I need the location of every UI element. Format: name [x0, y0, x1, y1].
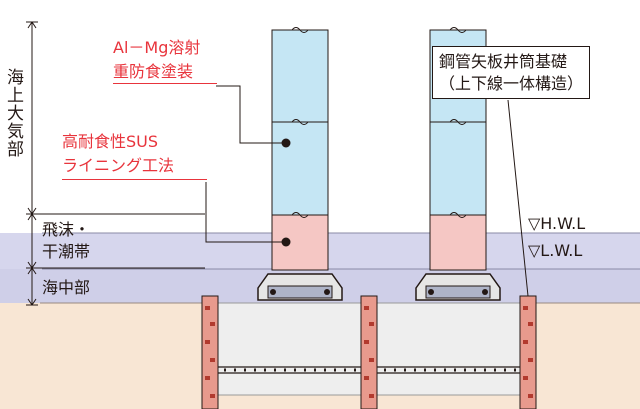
zone-submerged-label: 海中部: [42, 278, 91, 297]
foundation-label-box: 鋼管矢板井筒基礎 （上下線一体構造）: [432, 46, 591, 100]
foundation-label-line2: （上下線一体構造）: [439, 73, 584, 93]
pile-pattern: [205, 306, 533, 398]
foundation-label-line1: 鋼管矢板井筒基礎: [439, 52, 568, 71]
low-water-level-label: ▽L.W.L: [528, 241, 583, 260]
dimension-arrowheads: [27, 21, 37, 306]
lining-label-line1: 高耐食性SUS: [62, 132, 159, 151]
lining-label-line2: ライニング工法: [62, 156, 175, 175]
coating-label-underline: [113, 83, 217, 84]
steel-pipe-sheet-piles: [201, 295, 537, 409]
zone-splash-label: 飛沫・: [42, 220, 91, 239]
leader-lines: [205, 85, 529, 297]
coating-label-line1: Al－Mg溶射: [113, 38, 201, 57]
high-water-level-label: ▽H.W.L: [528, 214, 586, 233]
zone-atmospheric-label: 海上大気部: [3, 68, 23, 158]
zone-tidal-label: 干潮帯: [42, 242, 91, 261]
coating-label-line2: 重防食塗装: [113, 62, 194, 81]
lining-label-underline: [62, 179, 207, 180]
